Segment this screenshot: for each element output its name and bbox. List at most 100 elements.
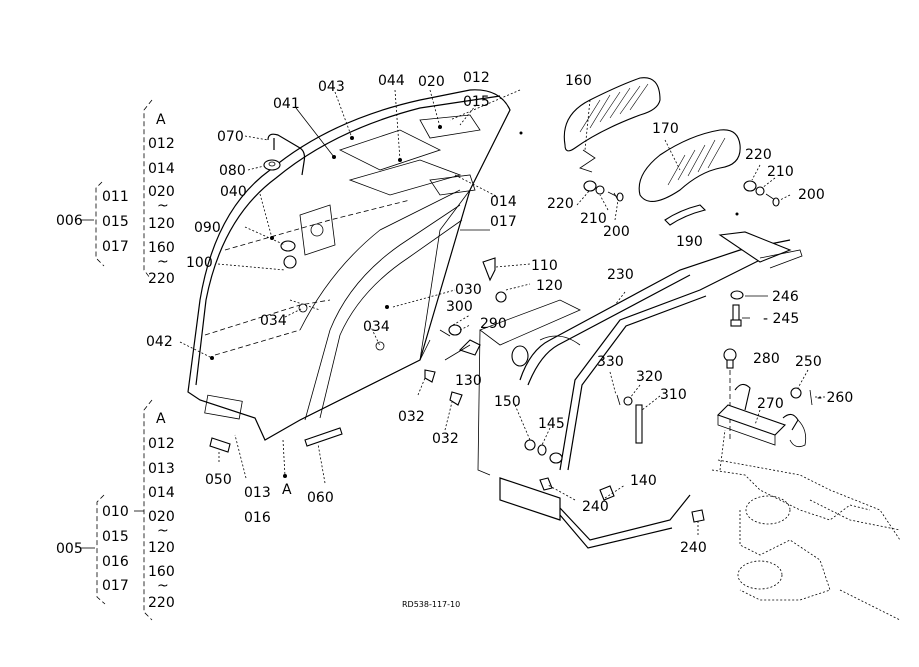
handle-part — [263, 133, 306, 269]
legend-item: 014 — [148, 485, 175, 501]
legend-item: 017 — [102, 239, 129, 255]
seat-cushion-160 — [563, 77, 661, 173]
callout-015: 015 — [463, 94, 490, 110]
legend-item: 015 — [102, 214, 129, 230]
legend-item: 120 — [148, 216, 175, 232]
callout-070: 070 — [217, 129, 244, 145]
callout-060: 060 — [307, 490, 334, 506]
legend-item: 016 — [102, 554, 129, 570]
callout-120: 120 — [536, 278, 563, 294]
legend-item: A — [156, 112, 166, 128]
callout-320: 320 — [636, 369, 663, 385]
callout-040: 040 — [220, 184, 247, 200]
callout-190: 190 — [676, 234, 703, 250]
axle-housing-part — [711, 429, 901, 621]
reference-markers — [519, 131, 739, 216]
legend-item: 012 — [148, 436, 175, 452]
callout-016: 016 — [244, 510, 271, 526]
callout-220: 220 — [547, 196, 574, 212]
callout-170: 170 — [652, 121, 679, 137]
callout-100: 100 — [186, 255, 213, 271]
legend-item: 160 — [148, 564, 175, 580]
assembly-legend-006: 006 011 015 017 A 012 014 020 ~ 120 160 … — [56, 99, 175, 287]
callout-210: 210 — [580, 211, 607, 227]
drawing-number: RD538-117-10 — [402, 600, 460, 609]
callout-041: 041 — [273, 96, 300, 112]
legend-item: 014 — [148, 161, 175, 177]
callout-044: 044 — [378, 73, 405, 89]
callout-A: A — [282, 482, 292, 498]
legend-item: 020 — [148, 184, 175, 200]
callout-240: 240 — [680, 540, 707, 556]
callout-145: 145 — [538, 416, 565, 432]
legend-item: ~ — [157, 198, 169, 214]
assembly-legend-005: 005 010 015 016 017 A 012 013 014 020 ~ … — [56, 399, 175, 621]
support-bracket-270 — [716, 348, 813, 448]
fastener-parts-lower — [524, 439, 705, 523]
callout-330: 330 — [597, 354, 624, 370]
callout-110: 110 — [531, 258, 558, 274]
callout-050: 050 — [205, 472, 232, 488]
legend-item: 015 — [102, 529, 129, 545]
callout-032: 032 — [398, 409, 425, 425]
seat-cushion-170 — [638, 129, 741, 226]
callout-034: 034 — [363, 319, 390, 335]
legend-item: 020 — [148, 509, 175, 525]
legend-item: 120 — [148, 540, 175, 556]
callout-140: 140 — [630, 473, 657, 489]
legend-item: 012 — [148, 136, 175, 152]
callout-245: - 245 — [763, 311, 799, 327]
legend-item: 017 — [102, 578, 129, 594]
mat-parts — [209, 427, 343, 478]
callout-250: 250 — [795, 354, 822, 370]
callout-290: 290 — [480, 316, 507, 332]
callout-220: 220 — [745, 147, 772, 163]
fender-body-part — [187, 89, 511, 441]
seat-frame-part — [499, 231, 803, 549]
legend-item: ~ — [157, 578, 169, 594]
fastener-set-right — [743, 180, 780, 207]
callout-labels: 070 080 040 041 043 044 020 012 015 014 … — [146, 70, 853, 556]
callout-270: 270 — [757, 396, 784, 412]
legend-item: 220 — [148, 595, 175, 611]
legend-item: 160 — [148, 240, 175, 256]
callout-013: 013 — [244, 485, 271, 501]
fastener-set-left — [583, 180, 624, 202]
callout-042: 042 — [146, 334, 173, 350]
callout-200: 200 — [603, 224, 630, 240]
legend-item: 013 — [148, 461, 175, 477]
callout-300: 300 — [446, 299, 473, 315]
callout-020: 020 — [418, 74, 445, 90]
callout-260: - 260 — [817, 390, 853, 406]
legend-item: A — [156, 411, 166, 427]
assembly-number: 006 — [56, 213, 83, 229]
callout-034: 034 — [260, 313, 287, 329]
legend-item: 011 — [102, 189, 129, 205]
bracket-part — [424, 257, 581, 476]
callout-240: 240 — [582, 499, 609, 515]
callout-043: 043 — [318, 79, 345, 95]
leader-lines — [179, 89, 827, 535]
callout-230: 230 — [607, 267, 634, 283]
callout-160: 160 — [565, 73, 592, 89]
pin-parts — [616, 394, 643, 444]
callout-017: 017 — [490, 214, 517, 230]
callout-014: 014 — [490, 194, 517, 210]
callout-200: 200 — [798, 187, 825, 203]
callout-080: 080 — [219, 163, 246, 179]
callout-032: 032 — [432, 431, 459, 447]
legend-item: 010 — [102, 504, 129, 520]
legend-item: ~ — [157, 523, 169, 539]
callout-090: 090 — [194, 220, 221, 236]
legend-item: ~ — [157, 254, 169, 270]
assembly-number: 005 — [56, 541, 83, 557]
callout-310: 310 — [660, 387, 687, 403]
callout-150: 150 — [494, 394, 521, 410]
legend-item: 220 — [148, 271, 175, 287]
bolt-245-part — [730, 290, 744, 327]
callout-030: 030 — [455, 282, 482, 298]
callout-012: 012 — [463, 70, 490, 86]
callout-280: 280 — [753, 351, 780, 367]
callout-210: 210 — [767, 164, 794, 180]
